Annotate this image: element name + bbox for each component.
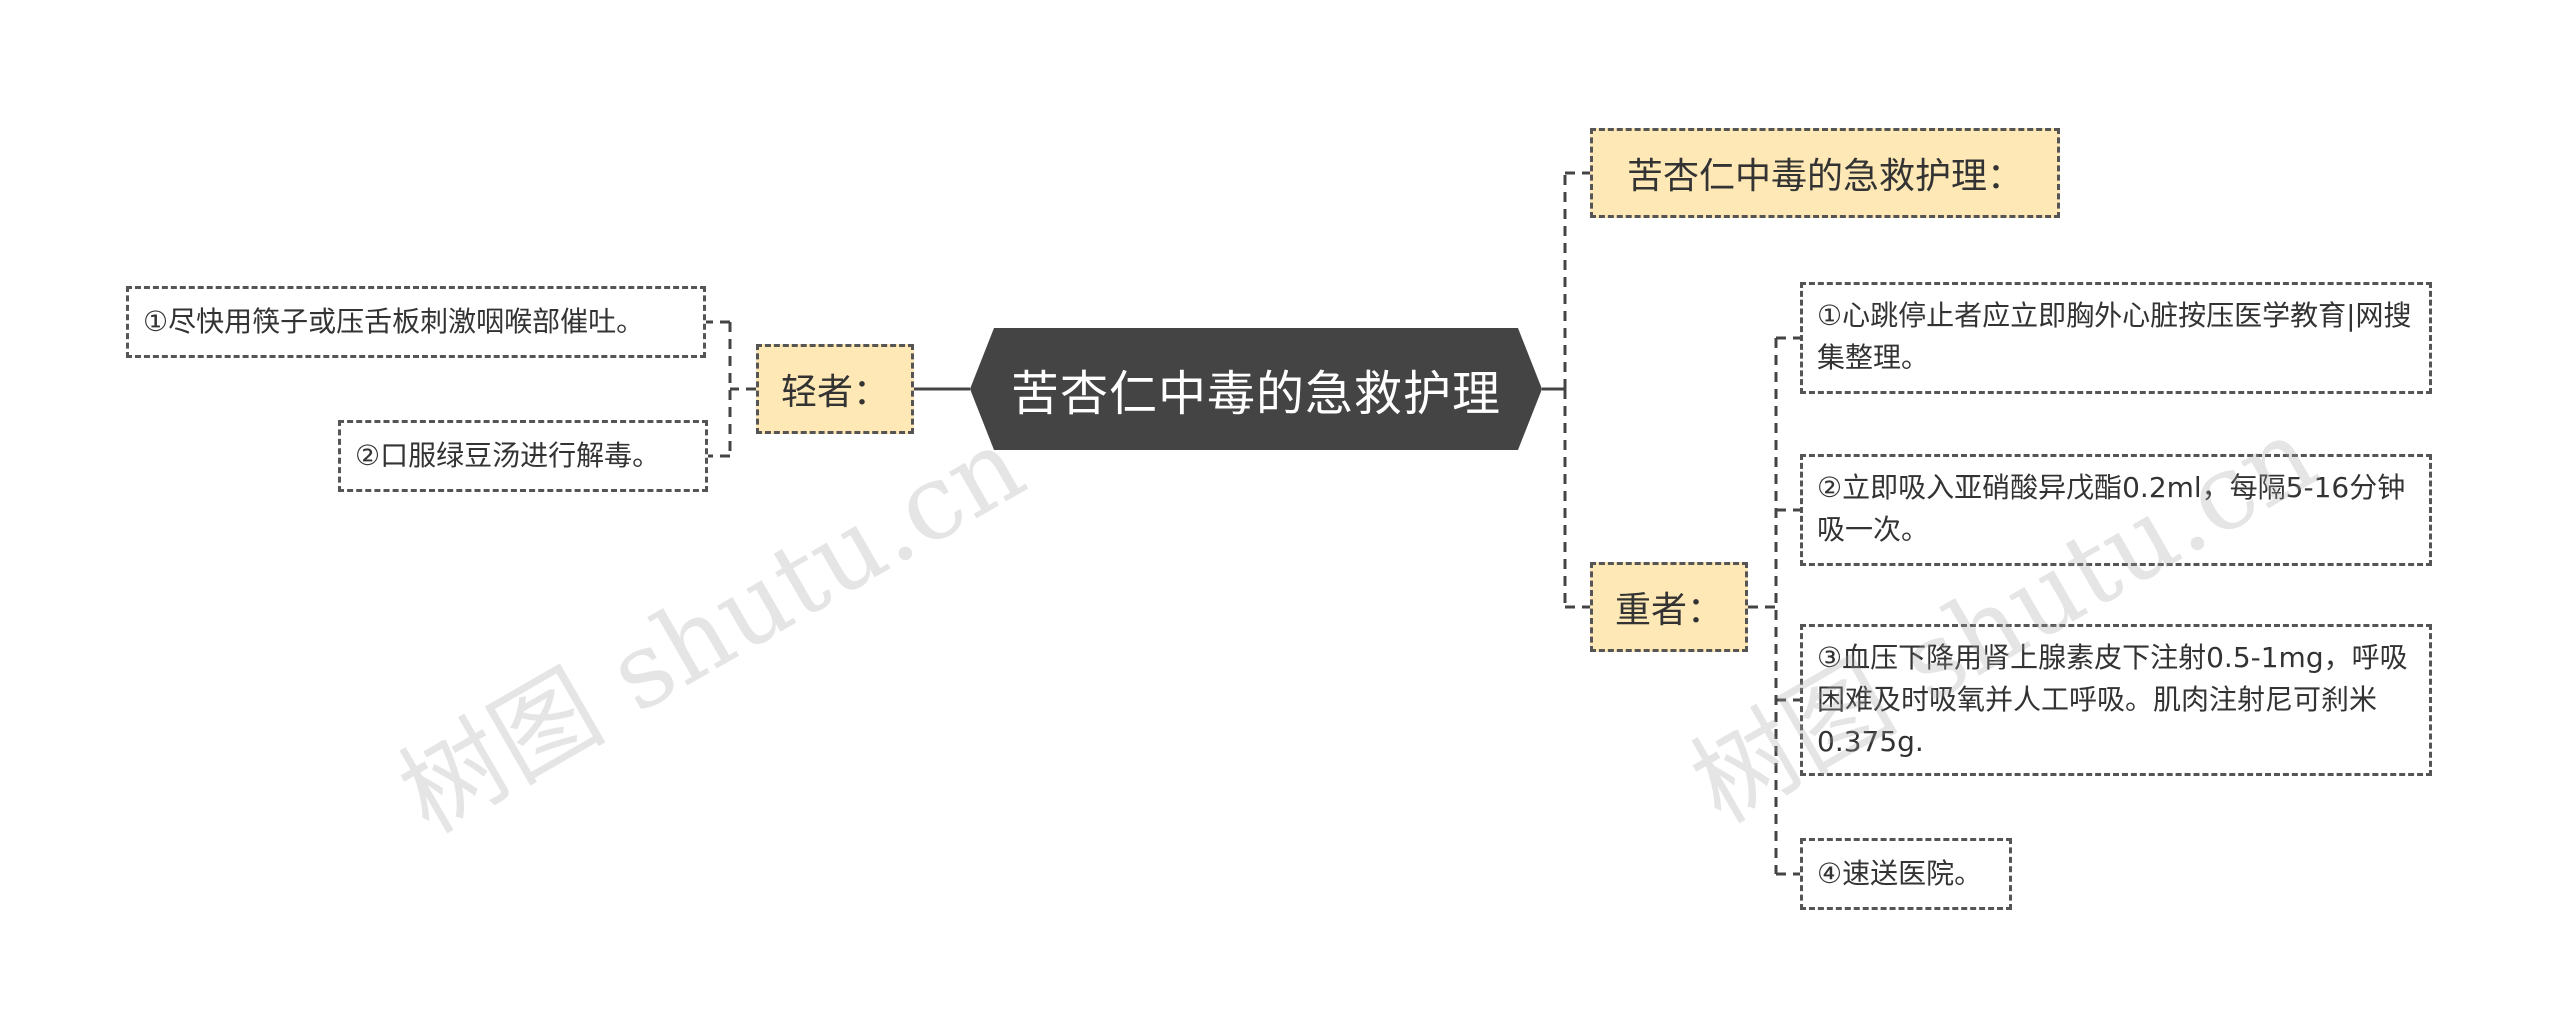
leaf-node-severe-1[interactable]: ①心跳停止者应立即胸外心脏按压医学教育|网搜集整理。 <box>1800 282 2432 394</box>
leaf-text: ①心跳停止者应立即胸外心脏按压医学教育|网搜集整理。 <box>1817 299 2412 374</box>
leaf-text: ④速送医院。 <box>1817 857 1983 890</box>
leaf-node-mild-2[interactable]: ②口服绿豆汤进行解毒。 <box>338 420 708 492</box>
root-node[interactable]: 苦杏仁中毒的急救护理 <box>970 328 1542 450</box>
leaf-text: ②口服绿豆汤进行解毒。 <box>355 439 661 472</box>
root-label: 苦杏仁中毒的急救护理 <box>1010 366 1501 422</box>
leaf-text: ①尽快用筷子或压舌板刺激咽喉部催吐。 <box>143 305 645 338</box>
branch-label-mild: 轻者： <box>780 372 889 413</box>
branch-node-first-aid[interactable]: 苦杏仁中毒的急救护理： <box>1590 128 2060 218</box>
branch-label-first-aid: 苦杏仁中毒的急救护理： <box>1626 156 2023 197</box>
leaf-text: ②立即吸入亚硝酸异戊酯0.2ml，每隔5-16分钟吸一次。 <box>1817 471 2406 546</box>
leaf-node-mild-1[interactable]: ①尽快用筷子或压舌板刺激咽喉部催吐。 <box>126 286 706 358</box>
leaf-text: ③血压下降用肾上腺素皮下注射0.5-1mg，呼吸困难及时吸氧并人工呼吸。肌肉注射… <box>1817 641 2408 758</box>
branch-node-mild[interactable]: 轻者： <box>756 344 914 434</box>
leaf-node-severe-4[interactable]: ④速送医院。 <box>1800 838 2012 910</box>
branch-label-severe: 重者： <box>1614 590 1723 631</box>
branch-node-severe[interactable]: 重者： <box>1590 562 1748 652</box>
leaf-node-severe-3[interactable]: ③血压下降用肾上腺素皮下注射0.5-1mg，呼吸困难及时吸氧并人工呼吸。肌肉注射… <box>1800 624 2432 776</box>
leaf-node-severe-2[interactable]: ②立即吸入亚硝酸异戊酯0.2ml，每隔5-16分钟吸一次。 <box>1800 454 2432 566</box>
